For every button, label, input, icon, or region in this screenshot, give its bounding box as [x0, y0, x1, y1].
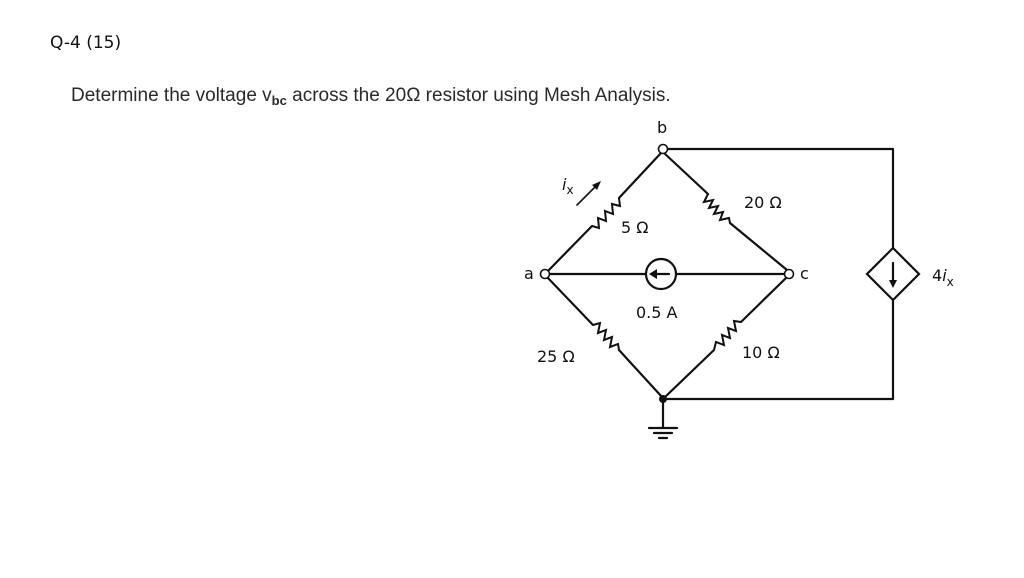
resistor-5-ohm [545, 151, 663, 274]
dep-source-base: i [942, 266, 947, 285]
label-dependent-source: 4ix [932, 266, 954, 289]
label-ix-base: i [562, 175, 567, 194]
question-subscript: bc [271, 93, 287, 108]
label-current-source: 0.5 A [636, 303, 678, 322]
resistor-10-ohm [662, 276, 788, 400]
label-25-ohm: 25 Ω [537, 347, 575, 366]
ground-symbol [647, 397, 679, 440]
resistor-25-ohm [545, 275, 664, 399]
node-a-terminal [539, 268, 551, 280]
question-number: Q-4 (15) [50, 33, 122, 53]
label-5-ohm: 5 Ω [621, 218, 649, 237]
question-text: Determine the voltage vbc across the 20Ω… [71, 85, 671, 108]
node-label-a: a [524, 264, 534, 283]
label-10-ohm: 10 Ω [742, 343, 780, 362]
dep-source-coef: 4 [932, 266, 942, 285]
dependent-current-source [865, 246, 921, 302]
question-text-before: Determine the voltage v [71, 85, 272, 106]
resistor-20-ohm [662, 151, 789, 272]
outer-loop-wire [662, 147, 895, 401]
ground-node-dot [659, 395, 667, 403]
node-c-terminal [783, 268, 795, 280]
question-text-after: across the 20Ω resistor using Mesh Analy… [286, 85, 671, 106]
node-label-b: b [657, 118, 667, 137]
label-ix-sub: x [566, 183, 573, 197]
label-20-ohm: 20 Ω [744, 193, 782, 212]
node-b-terminal [657, 143, 669, 155]
label-ix: ix [562, 175, 574, 197]
dep-source-sub: x [947, 275, 954, 289]
current-source-0-5A [547, 257, 787, 291]
node-label-c: c [800, 264, 809, 283]
current-arrow-ix [576, 181, 601, 206]
